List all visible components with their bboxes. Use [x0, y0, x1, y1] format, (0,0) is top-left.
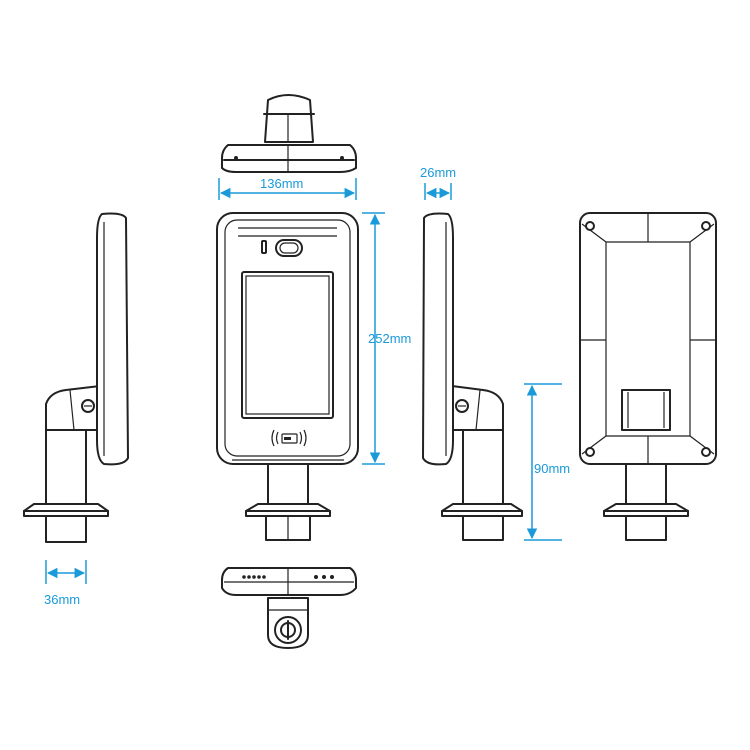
- nfc-card-icon: [271, 429, 307, 447]
- dimension-base-width: 36mm: [44, 560, 87, 607]
- top-view: [221, 94, 357, 173]
- right-side-view: [422, 212, 523, 541]
- stand-height-label: 90mm: [534, 461, 570, 476]
- width-label: 136mm: [260, 176, 303, 191]
- dimension-stand-height: 90mm: [524, 383, 570, 541]
- depth-label: 26mm: [420, 165, 456, 180]
- back-view: [579, 212, 717, 541]
- display-screen: [241, 271, 334, 419]
- dimension-height: 252mm: [362, 212, 411, 465]
- left-side-view: [23, 212, 129, 543]
- front-view: [216, 212, 359, 541]
- screw-icon: [455, 399, 469, 413]
- dimension-depth: 26mm: [420, 165, 456, 200]
- base-width-label: 36mm: [44, 592, 80, 607]
- height-label: 252mm: [368, 331, 411, 346]
- dimension-width: 136mm: [218, 176, 357, 200]
- camera-icon: [261, 239, 303, 257]
- screw-icon: [81, 399, 95, 413]
- bottom-view: [221, 567, 357, 649]
- speaker-grille: [242, 575, 266, 579]
